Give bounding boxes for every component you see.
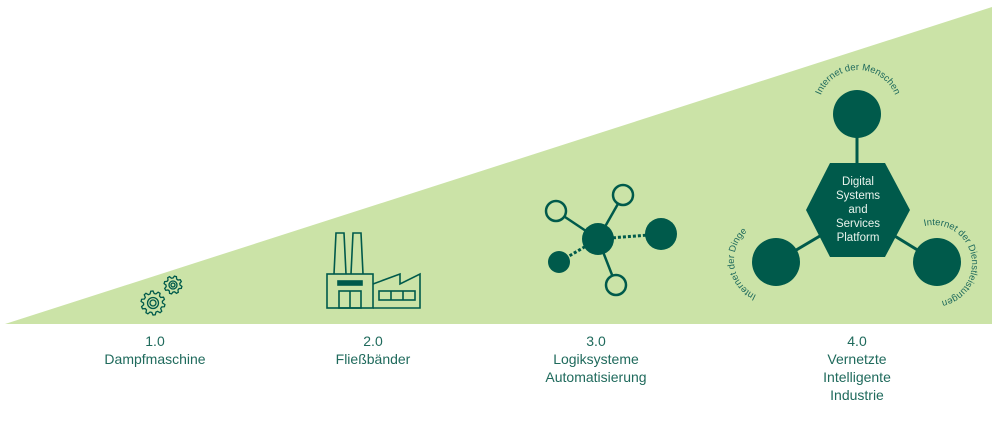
network-hub	[582, 223, 614, 255]
stage-2-label: 2.0 Fließbänder	[273, 332, 473, 368]
platform-hexagon	[806, 163, 910, 257]
stage-title: Fließbänder	[335, 351, 411, 367]
network-node-hollow	[611, 183, 635, 207]
node-internet-der-dienstleistungen	[913, 238, 961, 286]
node-internet-der-dinge	[752, 238, 800, 286]
network-node-filled	[548, 251, 570, 273]
platform-line: and	[848, 204, 868, 216]
node-internet-der-menschen	[833, 90, 881, 138]
stage-title: Intelligente	[823, 369, 891, 385]
factory-icon	[326, 232, 421, 309]
stage-number: 3.0	[586, 333, 606, 349]
network-node-hollow	[544, 199, 568, 223]
stage-title: Industrie	[830, 387, 884, 403]
stage-number: 4.0	[847, 333, 867, 349]
platform-line: Platform	[836, 232, 880, 244]
stage-title: Logiksysteme	[553, 351, 639, 367]
stage-title: Vernetzte	[827, 351, 887, 367]
platform-line: Digital	[842, 176, 874, 188]
stage-4-label: 4.0 Vernetzte Intelligente Industrie	[757, 332, 957, 404]
growth-wedge	[5, 7, 992, 324]
platform-line: Services	[835, 218, 881, 230]
stage-number: 2.0	[363, 333, 383, 349]
stage-title: Automatisierung	[545, 369, 647, 385]
stage-title: Dampfmaschine	[104, 351, 206, 367]
network-node-hollow	[604, 273, 628, 297]
network-icon	[544, 183, 677, 297]
stage-1-label: 1.0 Dampfmaschine	[55, 332, 255, 368]
stage-3-label: 3.0 Logiksysteme Automatisierung	[496, 332, 696, 386]
platform-line: Systems	[835, 190, 881, 202]
platform-center-text: Digital Systems and Services Platform	[813, 175, 903, 245]
gears-icon	[140, 275, 183, 316]
stage-number: 1.0	[145, 333, 165, 349]
network-node-filled	[645, 218, 677, 250]
